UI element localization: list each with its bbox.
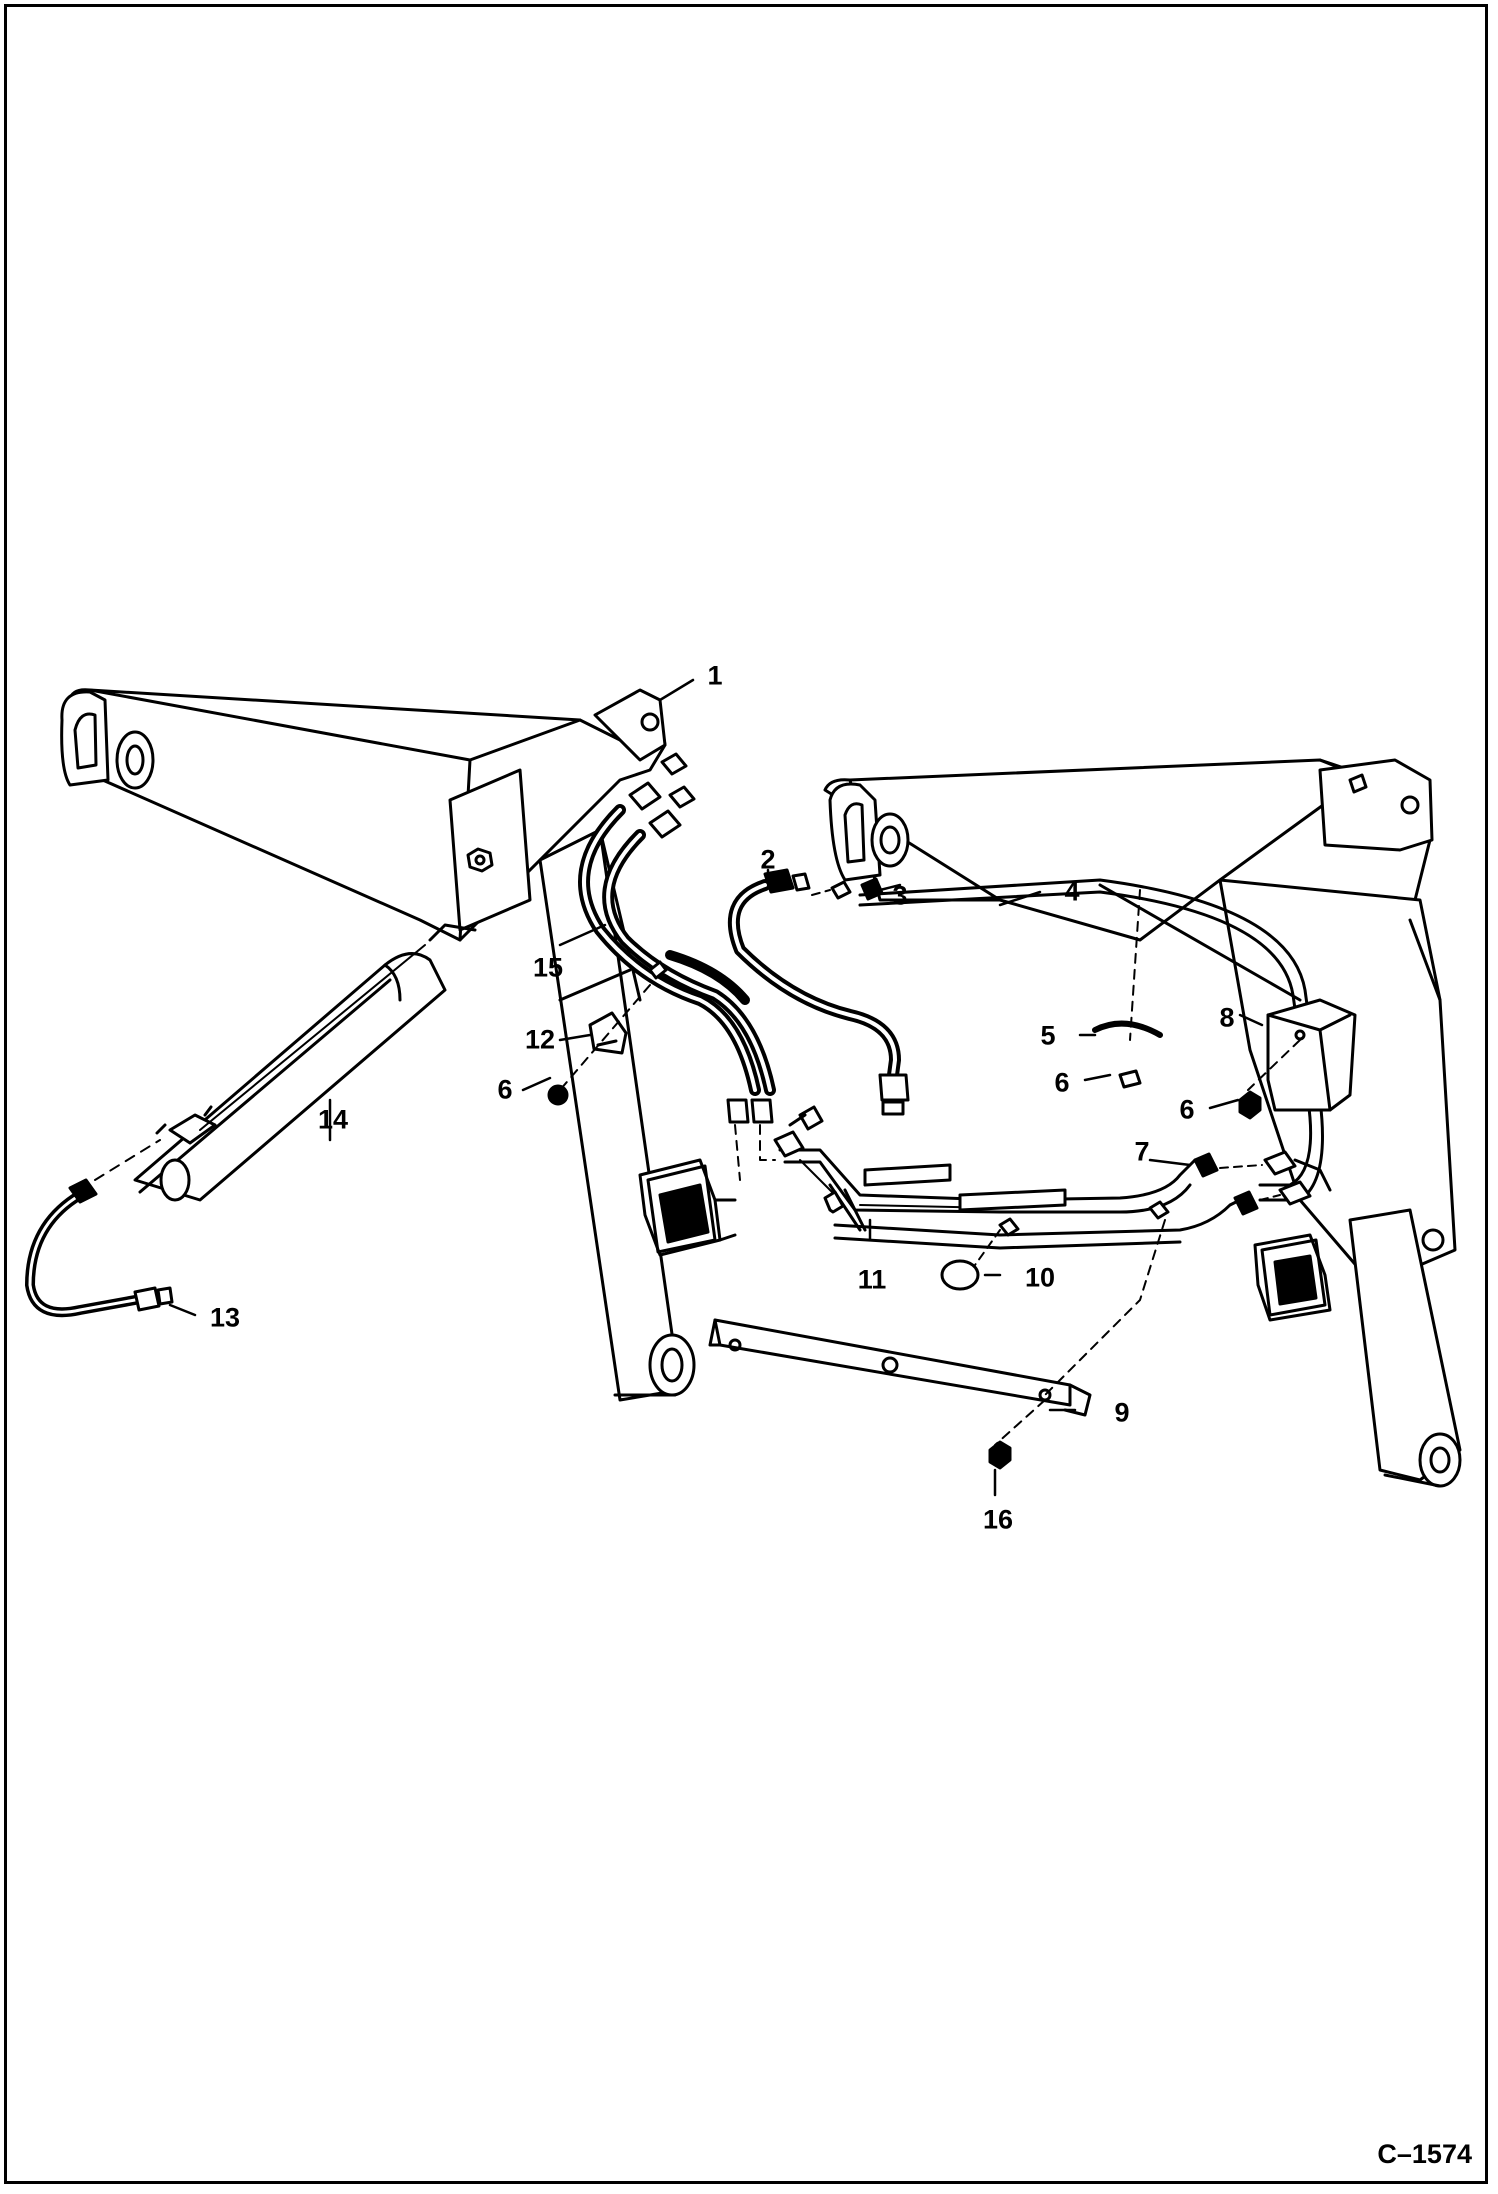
figure-code: C–1574 [1377,2139,1472,2169]
cross-brace-9 [708,1219,1166,1470]
callout-11: 11 [857,1264,887,1295]
lift-cylinder [133,923,477,1202]
callout-7: 7 [1134,1136,1150,1167]
callout-10: 10 [1024,1262,1056,1293]
cap-10 [940,1229,1001,1291]
tubes-3-4 [858,878,1324,1202]
tube-assembly-11 [773,1105,1332,1250]
callout-16: 16 [982,1504,1014,1535]
callout-2: 2 [760,844,776,875]
callout-3: 3 [892,880,908,911]
clamp-5 [1092,1020,1163,1089]
clamp-12 [547,960,668,1106]
callout-15: 15 [532,952,564,983]
left-lift-arm [60,688,737,1402]
callout-8: 8 [1219,1002,1235,1033]
callout-5: 5 [1040,1020,1056,1051]
callout-13: 13 [209,1302,241,1333]
callout-6-left: 6 [497,1074,513,1105]
hose-2 [727,868,910,1116]
hose-13 [25,1139,174,1318]
callout-6-right: 6 [1179,1094,1195,1125]
block-8 [1238,998,1357,1120]
callout-4: 4 [1064,876,1080,907]
callout-1: 1 [707,660,723,691]
diagram-frame [4,4,1488,2184]
callout-leaders [168,678,1264,1497]
callout-14: 14 [317,1104,349,1135]
callout-6-middle: 6 [1054,1067,1070,1098]
callout-12: 12 [524,1024,556,1055]
callout-9: 9 [1114,1397,1130,1428]
